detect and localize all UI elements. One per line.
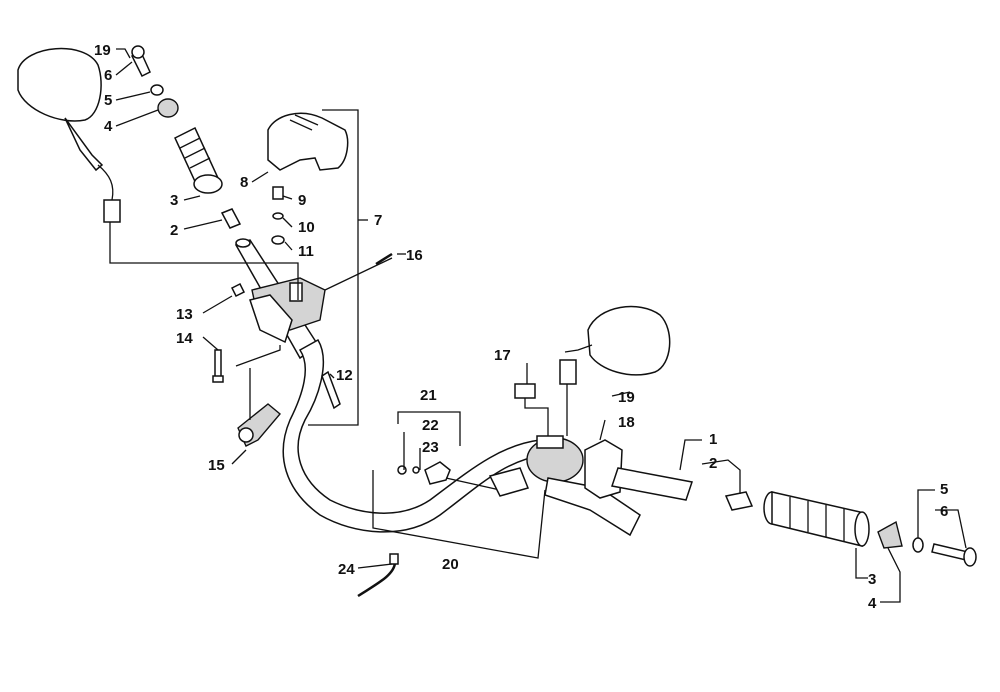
callout-13: 13 — [176, 306, 193, 323]
bracket-15 — [237, 403, 281, 447]
insert-2-right — [724, 491, 754, 511]
callout-14: 14 — [176, 330, 193, 347]
callout-16: 16 — [406, 247, 423, 264]
callout-12: 12 — [336, 367, 353, 384]
callout-labels: 19 6 5 4 3 2 8 9 10 11 7 16 13 14 12 15 … — [94, 42, 948, 612]
wire-24 — [357, 553, 399, 598]
callout-19-left: 19 — [94, 42, 111, 59]
callout-4-right: 4 — [868, 595, 877, 612]
end-cap-4-right — [877, 520, 903, 549]
washer-10 — [272, 212, 284, 220]
end-cap-4-left — [157, 98, 179, 118]
screw-12 — [321, 370, 341, 410]
callout-3-right: 3 — [868, 571, 876, 588]
callout-19-right: 19 — [618, 389, 635, 406]
washer-5-right — [912, 537, 924, 553]
decal-16 — [375, 252, 393, 266]
callout-2-left: 2 — [170, 222, 178, 239]
callout-6-left: 6 — [104, 67, 112, 84]
decal-17 — [514, 383, 536, 399]
callout-7: 7 — [374, 212, 382, 229]
callout-1: 1 — [709, 431, 717, 448]
bolt-14 — [212, 349, 224, 383]
callout-15: 15 — [208, 457, 225, 474]
callout-22: 22 — [422, 417, 439, 434]
callout-9: 9 — [298, 192, 306, 209]
callout-17: 17 — [494, 347, 511, 364]
callout-6-right: 6 — [940, 503, 948, 520]
mirror-left — [17, 47, 121, 223]
grip-3-right — [763, 491, 870, 547]
brake-switch-22-23 — [397, 461, 530, 497]
switch-housing-18 — [584, 439, 623, 499]
mirror-right — [559, 305, 671, 385]
screw-13 — [230, 282, 246, 298]
callout-5-left: 5 — [104, 92, 112, 109]
leader-lines — [109, 48, 967, 603]
callout-3-left: 3 — [170, 192, 178, 209]
insert-2-left — [220, 208, 242, 229]
callout-10: 10 — [298, 219, 315, 236]
throttle-housing — [249, 277, 326, 344]
washer-11 — [271, 235, 285, 245]
callout-18: 18 — [618, 414, 635, 431]
grip-3-left — [174, 126, 223, 194]
bolt-6-right — [931, 543, 977, 567]
callout-24: 24 — [338, 561, 355, 578]
callout-5-right: 5 — [940, 481, 948, 498]
bar-end-right — [611, 467, 693, 501]
callout-21: 21 — [420, 387, 437, 404]
bolt-6-left — [131, 45, 151, 78]
callout-4-left: 4 — [104, 118, 113, 135]
washer-5-left — [150, 84, 164, 96]
callout-23: 23 — [422, 439, 439, 456]
callout-11: 11 — [298, 243, 314, 260]
screw-9 — [272, 186, 284, 200]
housing-cover-8 — [267, 112, 349, 171]
callout-2-right: 2 — [709, 455, 717, 472]
callout-8: 8 — [240, 174, 248, 191]
callout-20: 20 — [442, 556, 459, 573]
